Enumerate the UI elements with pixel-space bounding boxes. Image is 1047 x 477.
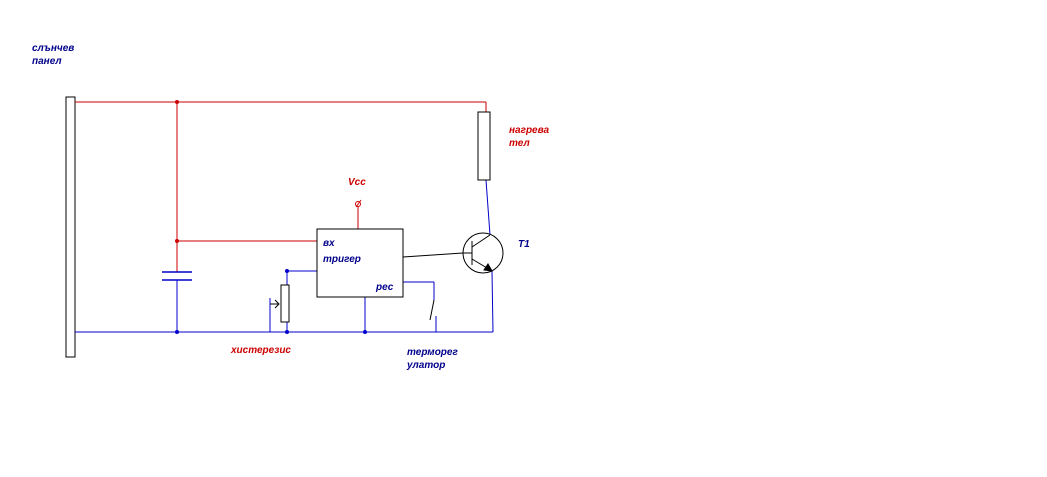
vcc-label: Vcc [348, 177, 366, 188]
junction-dots-ground [175, 269, 367, 334]
solar-panel [65, 96, 76, 358]
heater-label-line1: нагрева [509, 125, 550, 136]
ground-rail [75, 179, 494, 333]
solar-panel-label-line2: панел [32, 56, 62, 67]
capacitor [162, 271, 192, 281]
positive-rail [75, 101, 487, 272]
hysteresis-label: хистерезис [230, 345, 291, 356]
transistor-label: T1 [518, 239, 530, 250]
junction-dots [175, 100, 179, 243]
thermostat-label-line2: улатор [406, 360, 445, 371]
solar-panel-label-line1: слънчев [32, 43, 74, 54]
trigger-reset-label: рес [375, 282, 394, 293]
trigger-input-label: вх [323, 238, 335, 249]
vcc-terminal [355, 199, 362, 208]
heater-resistor [477, 111, 491, 181]
base-wire [402, 252, 464, 258]
thermostat-label-line1: терморег [407, 347, 458, 358]
trigger-block [316, 228, 404, 298]
hysteresis-potentiometer [270, 284, 290, 323]
thermostat-switch [429, 299, 435, 321]
trigger-name-label: тригер [323, 254, 361, 265]
heater-label-line2: тел [509, 138, 530, 149]
transistor-t1 [462, 232, 504, 274]
